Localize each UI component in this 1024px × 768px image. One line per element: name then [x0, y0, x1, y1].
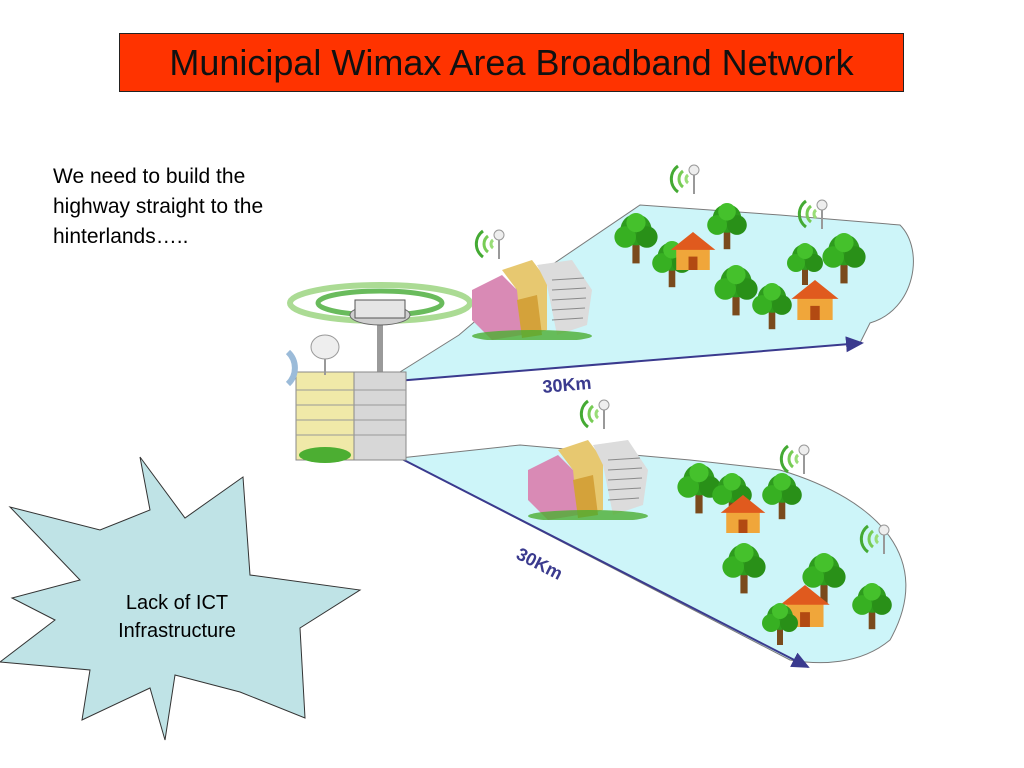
intro-line-1: We need to build the: [53, 165, 246, 188]
lower-distance-label: 30Km: [513, 544, 566, 584]
upper-distance-arrow: [383, 336, 864, 383]
signal-wave-icon: [779, 443, 810, 476]
starburst-shape: [0, 456, 362, 741]
signal-wave-icon: [579, 398, 610, 431]
signal-wave-icon: [669, 163, 700, 196]
antenna-icon: [285, 334, 340, 387]
intro-line-3: hinterlands…..: [53, 225, 189, 248]
upper-distance-label: 30Km: [542, 373, 593, 397]
intro-text: We need to build the highway straight to…: [53, 162, 323, 252]
starburst-line-1: Lack of ICT: [125, 592, 229, 614]
page-title: Municipal Wimax Area Broadband Network: [169, 41, 854, 83]
title-banner: Municipal Wimax Area Broadband Network: [119, 33, 904, 92]
lower-coverage-area: [398, 444, 907, 664]
signal-wave-icon: [474, 228, 505, 261]
building-icon: [295, 371, 407, 463]
lower-distance-arrow: [399, 457, 810, 668]
wimax-tower-icon: [287, 282, 473, 390]
intro-line-2: highway straight to the: [53, 195, 264, 218]
starburst-label: Lack of ICT Infrastructure: [92, 589, 262, 645]
starburst-line-2: Infrastructure: [118, 620, 236, 642]
